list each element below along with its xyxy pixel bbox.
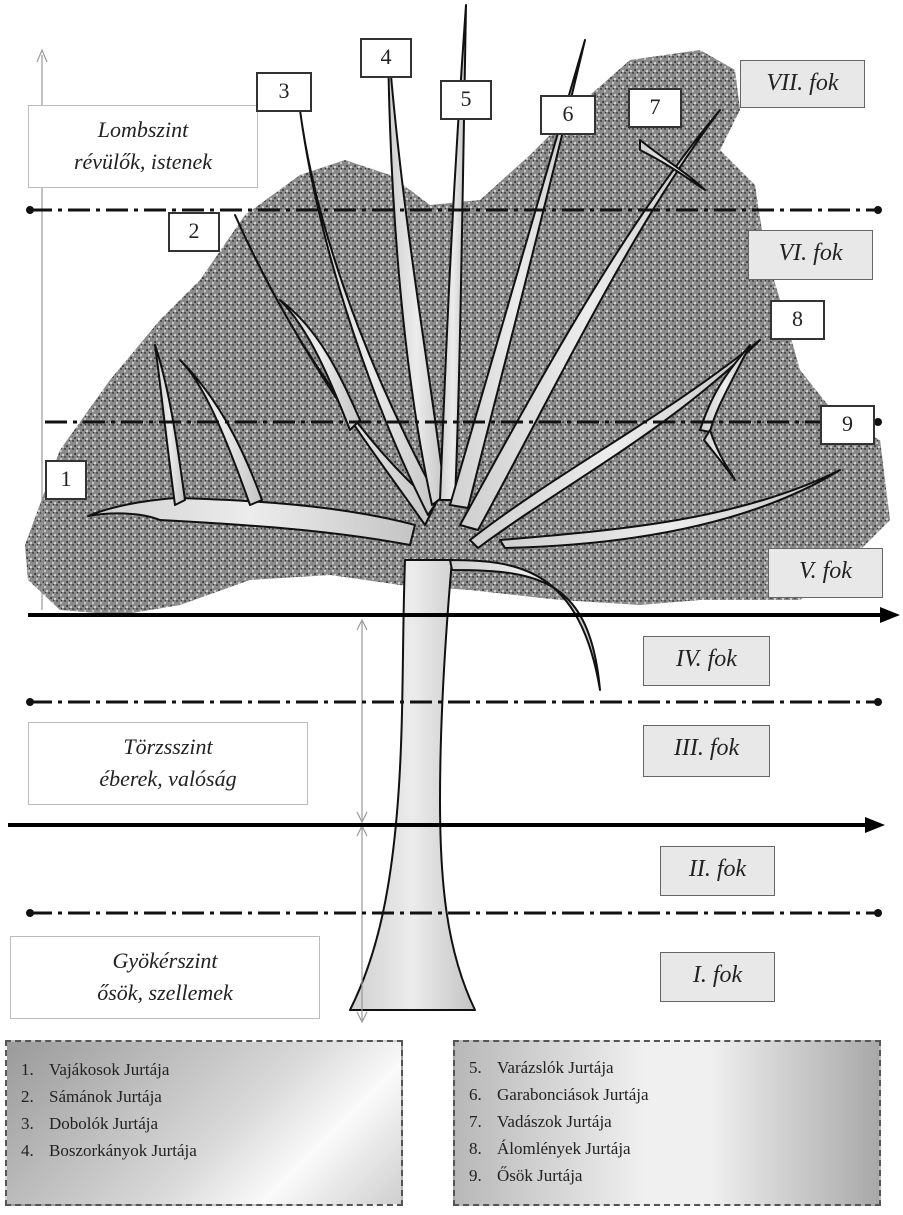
level-trunk-title: Törzsszint <box>29 731 307 763</box>
branch-number-7: 7 <box>628 88 682 128</box>
legend-left: 1.Vajákosok Jurtája 2.Sámánok Jurtája 3.… <box>5 1040 403 1206</box>
branch-number-8: 8 <box>770 300 825 340</box>
level-trunk: Törzsszint éberek, valóság <box>28 722 308 805</box>
branch-number-3: 3 <box>256 72 312 112</box>
level-root-subtitle: ősök, szellemek <box>11 977 319 1009</box>
legend-item: 9.Ősök Jurtája <box>469 1162 879 1189</box>
level-trunk-subtitle: éberek, valóság <box>29 763 307 795</box>
level-root: Gyökérszint ősök, szellemek <box>10 936 320 1019</box>
tree-trunk <box>350 560 475 1010</box>
degree-6: VI. fok <box>748 230 873 280</box>
legend-item: 6.Garabonciások Jurtája <box>469 1081 879 1108</box>
legend-right: 5.Varázslók Jurtája 6.Garabonciások Jurt… <box>453 1040 881 1206</box>
branch-number-4: 4 <box>360 38 412 78</box>
legend-item: 7.Vadászok Jurtája <box>469 1108 879 1135</box>
legend-item: 1.Vajákosok Jurtája <box>21 1056 401 1083</box>
legend-item: 3.Dobolók Jurtája <box>21 1110 401 1137</box>
legend-item: 4.Boszorkányok Jurtája <box>21 1137 401 1164</box>
branch-number-2: 2 <box>168 212 220 252</box>
level-crown: Lombszint révülők, istenek <box>28 105 258 188</box>
degree-1: I. fok <box>660 952 775 1002</box>
branch-number-1: 1 <box>45 460 87 500</box>
branch-number-9: 9 <box>820 405 875 445</box>
legend-item: 8.Álomlények Jurtája <box>469 1135 879 1162</box>
branch-number-5: 5 <box>440 80 492 120</box>
legend-item: 2.Sámánok Jurtája <box>21 1083 401 1110</box>
level-root-title: Gyökérszint <box>11 945 319 977</box>
degree-3: III. fok <box>643 725 770 777</box>
degree-4: IV. fok <box>643 636 770 686</box>
level-crown-subtitle: révülők, istenek <box>29 146 257 178</box>
degree-7: VII. fok <box>740 60 865 108</box>
legend-item: 5.Varázslók Jurtája <box>469 1054 879 1081</box>
degree-2: II. fok <box>660 846 775 896</box>
degree-5: V. fok <box>768 548 883 598</box>
branch-number-6: 6 <box>540 95 596 135</box>
level-crown-title: Lombszint <box>29 114 257 146</box>
